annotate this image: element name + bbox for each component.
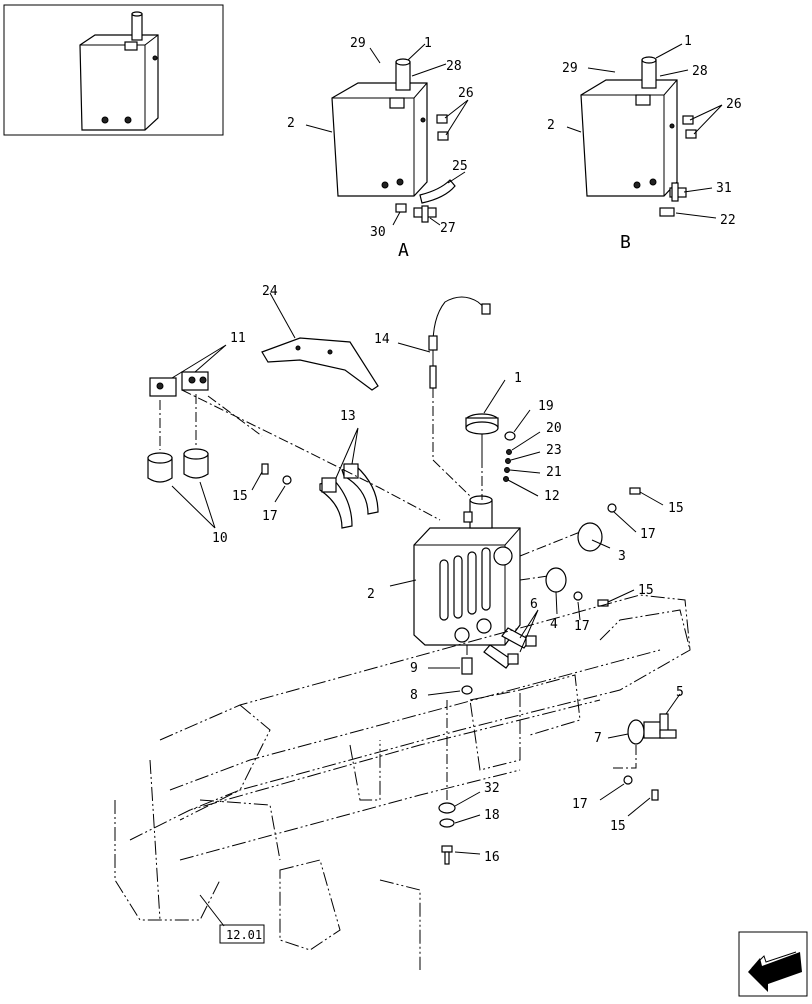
main-callout-12: 12 — [544, 489, 560, 504]
main-callout-7: 7 — [594, 731, 602, 746]
back-arrow-icon[interactable] — [738, 931, 808, 997]
main-callout-16: 16 — [484, 850, 500, 865]
main-callout-17-right-top: 17 — [640, 527, 656, 542]
main-callout-13: 13 — [340, 409, 356, 424]
main-callout-17-left: 17 — [262, 509, 278, 524]
view-a-callout-30: 30 — [370, 225, 386, 240]
hub-5-7 — [627, 713, 677, 745]
view-a-callout-28: 28 — [446, 59, 462, 74]
view-a-leaders — [305, 43, 469, 226]
phantom-frame — [114, 594, 691, 970]
cap-stack — [465, 413, 516, 482]
main-callout-5: 5 — [676, 685, 684, 700]
view-b-callout-29: 29 — [562, 61, 578, 76]
bracket-24 — [261, 337, 379, 391]
view-a-callout-25: 25 — [452, 159, 468, 174]
main-callout-18: 18 — [484, 808, 500, 823]
rubber-blocks-10 — [147, 394, 209, 483]
cable-14 — [428, 296, 491, 389]
main-callout-21: 21 — [546, 465, 562, 480]
hoses-13 — [319, 463, 379, 529]
tank-thumbnail-icon[interactable] — [3, 4, 224, 136]
main-callout-9: 9 — [410, 661, 418, 676]
view-b-label: B — [620, 232, 631, 253]
view-b-leaders — [566, 43, 723, 219]
main-callout-4: 4 — [550, 617, 558, 632]
main-callout-15-left: 15 — [232, 489, 248, 504]
main-callout-15-right-top: 15 — [668, 501, 684, 516]
main-callout-14: 14 — [374, 332, 390, 347]
view-b-callout-31: 31 — [716, 181, 732, 196]
view-b-callout-2: 2 — [547, 118, 555, 133]
main-callout-20: 20 — [546, 421, 562, 436]
washers-bolt — [438, 802, 456, 865]
main-callout-32: 32 — [484, 781, 500, 796]
view-a-label: A — [398, 240, 409, 261]
view-a-callout-26: 26 — [458, 86, 474, 101]
main-callout-6: 6 — [530, 597, 538, 612]
view-a-callout-2: 2 — [287, 116, 295, 131]
view-b-callout-26: 26 — [726, 97, 742, 112]
main-callout-17-right-mid: 17 — [574, 619, 590, 634]
main-callout-11: 11 — [230, 331, 246, 346]
main-callout-10: 10 — [212, 531, 228, 546]
view-b-callout-22: 22 — [720, 213, 736, 228]
main-callout-19: 19 — [538, 399, 554, 414]
view-a-callout-29: 29 — [350, 36, 366, 51]
main-callout-3: 3 — [618, 549, 626, 564]
main-callout-2: 2 — [367, 587, 375, 602]
gaskets — [545, 522, 603, 593]
view-b-callout-28: 28 — [692, 64, 708, 79]
mount-blocks-11 — [149, 371, 209, 397]
reference-box-label[interactable]: 12.01 — [226, 928, 262, 942]
fittings-6 — [483, 627, 537, 669]
main-callout-15-lower: 15 — [610, 819, 626, 834]
main-callout-1: 1 — [514, 371, 522, 386]
main-callout-15-right-mid: 15 — [638, 583, 654, 598]
view-a-callout-1: 1 — [424, 36, 432, 51]
main-callout-8: 8 — [410, 688, 418, 703]
view-a-tank — [331, 58, 456, 223]
view-b-callout-1: 1 — [684, 34, 692, 49]
reservoir-tank-2 — [413, 495, 521, 646]
main-callout-23: 23 — [546, 443, 562, 458]
main-callout-24: 24 — [262, 284, 278, 299]
view-a-callout-27: 27 — [440, 221, 456, 236]
view-b-tank — [580, 56, 697, 217]
main-callout-17-lower: 17 — [572, 797, 588, 812]
